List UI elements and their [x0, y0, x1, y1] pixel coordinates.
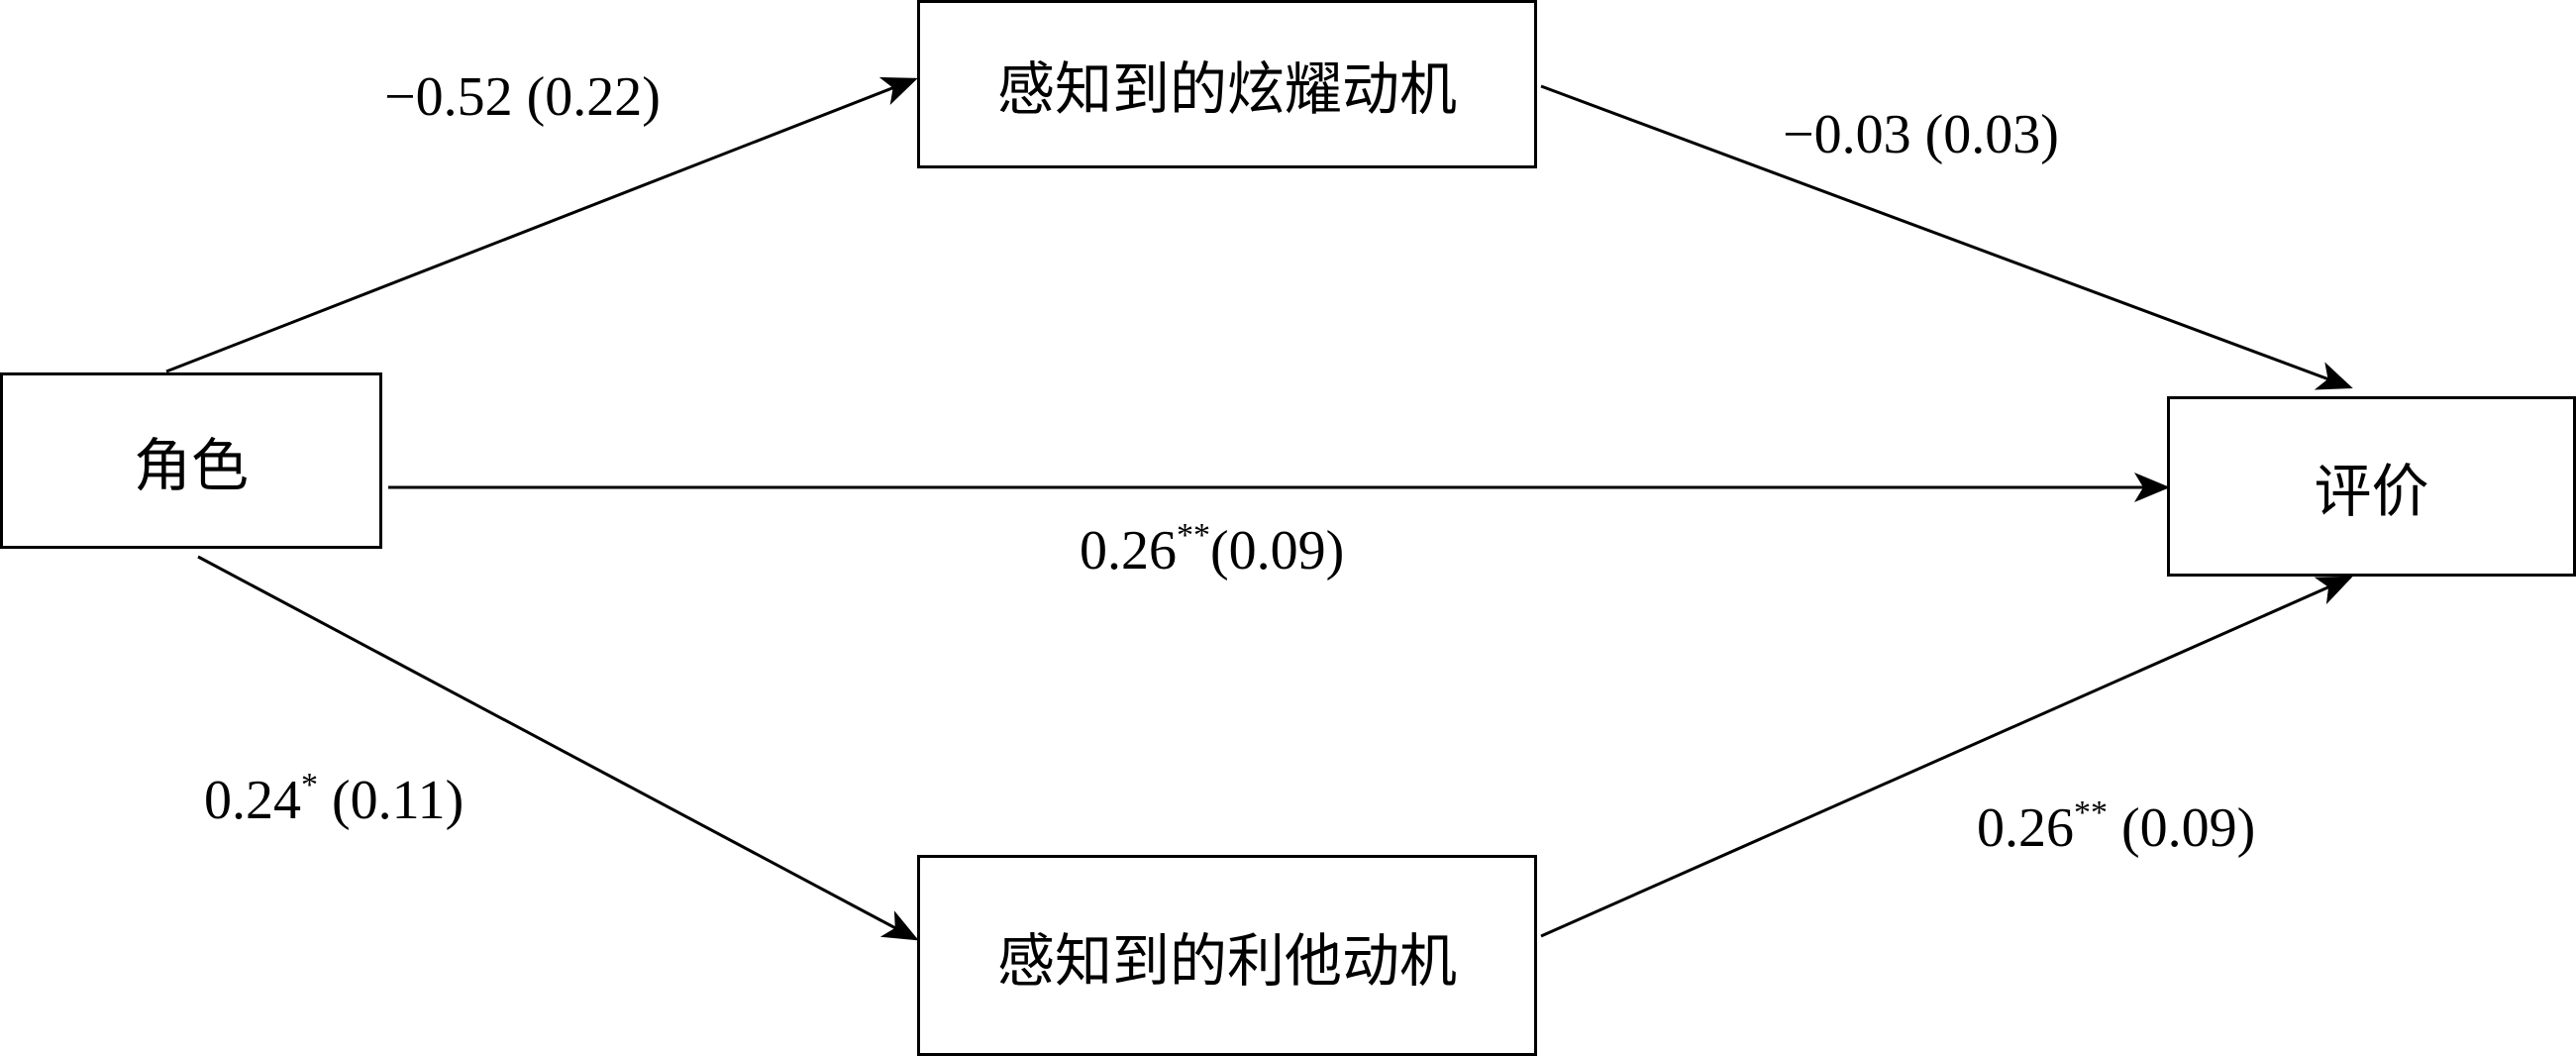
significance-stars: ** — [1177, 517, 1210, 554]
node-altruistic-motive-label: 感知到的利他动机 — [996, 926, 1457, 995]
coef-value: 0.24 — [204, 770, 301, 831]
arrow-flaunt-to-eval — [1540, 84, 2353, 390]
coef-value: −0.03 — [1783, 104, 1911, 165]
coef-value: 0.26 — [1977, 797, 2074, 859]
node-evaluation: 评价 — [2167, 396, 2576, 577]
arrow-role-to-altruistic — [197, 555, 919, 941]
significance-stars: ** — [2074, 794, 2108, 831]
coef-role-to-eval: 0.26**(0.09) — [1080, 519, 1345, 581]
standard-error: (0.11) — [332, 770, 464, 831]
node-role-label: 角色 — [133, 432, 249, 499]
node-evaluation-label: 评价 — [2314, 458, 2429, 525]
standard-error: (0.09) — [1210, 520, 1345, 581]
arrow-role-to-flaunt — [165, 77, 918, 373]
coef-role-to-flaunt: −0.52 (0.22) — [384, 69, 661, 125]
node-flaunt-motive-label: 感知到的炫耀动机 — [996, 55, 1457, 123]
standard-error: (0.03) — [1924, 104, 2059, 165]
coef-value: 0.26 — [1080, 520, 1177, 581]
node-altruistic-motive: 感知到的利他动机 — [917, 855, 1537, 1056]
node-flaunt-motive: 感知到的炫耀动机 — [917, 0, 1537, 168]
standard-error: (0.09) — [2121, 797, 2256, 859]
coef-value: −0.52 — [384, 66, 513, 128]
arrow-altruistic-to-eval — [1540, 576, 2353, 938]
coef-role-to-altruistic: 0.24* (0.11) — [204, 769, 464, 831]
coef-flaunt-to-eval: −0.03 (0.03) — [1783, 107, 2059, 162]
significance-stars: * — [301, 767, 318, 803]
standard-error: (0.22) — [526, 66, 661, 128]
coef-altruistic-to-eval: 0.26** (0.09) — [1977, 796, 2256, 859]
node-role: 角色 — [0, 372, 382, 549]
